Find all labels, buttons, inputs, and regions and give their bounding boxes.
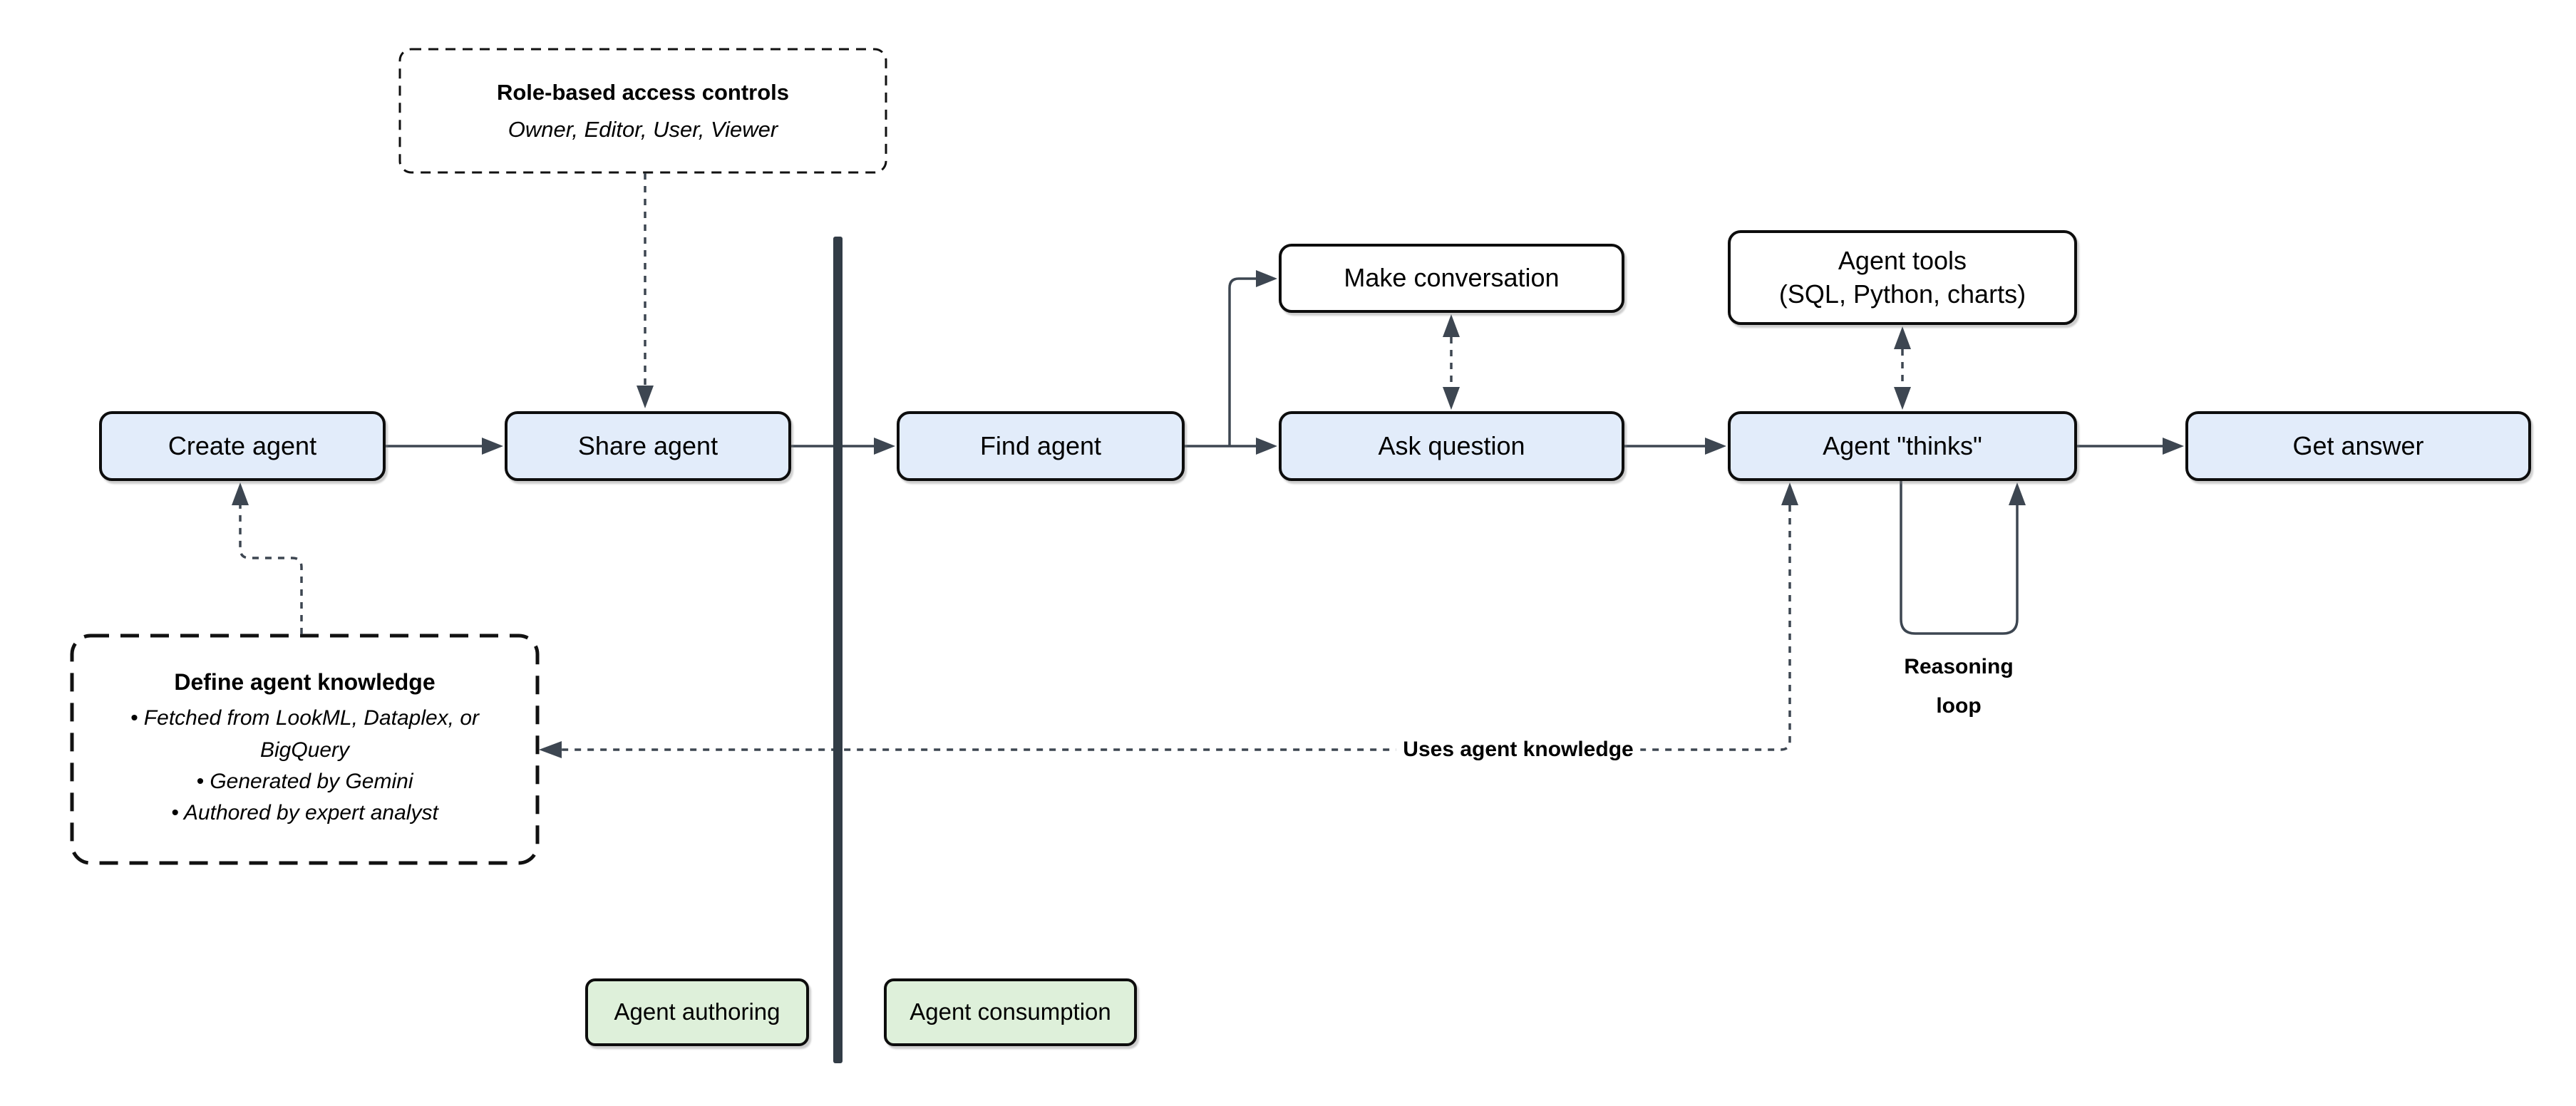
connector-thinks-to-answer [2077,438,2184,455]
connector-reasoning-loop [1900,481,2026,635]
note-knowledge-bullet-2: • Generated by Gemini [196,770,413,793]
connector-make-conversation-ask-bidirectional [1443,314,1460,410]
note-role-based-access: Role-based access controls Owner, Editor… [399,48,887,173]
edge-label-uses-agent-knowledge: Uses agent knowledge [1396,736,1641,763]
node-agent-tools-line1: Agent tools [1838,245,1967,275]
note-rbac-title: Role-based access controls [496,79,790,105]
connector-share-to-find [791,438,895,455]
note-rbac-subtitle: Owner, Editor, User, Viewer [508,116,778,142]
connector-create-to-share [386,438,503,455]
zone-label-agent-authoring: Agent authoring [585,978,809,1046]
node-create-agent: Create agent [99,411,386,481]
zone-label-agent-consumption: Agent consumption [884,978,1137,1046]
connector-find-to-make-conversation [1228,270,1277,446]
edge-label-reasoning-loop: Reasoning loop [1904,655,2014,718]
note-knowledge-border [70,634,540,865]
node-share-agent: Share agent [505,411,791,481]
node-agent-tools-label: Agent tools (SQL, Python, charts) [1779,244,2026,311]
node-agent-thinks: Agent "thinks" [1728,411,2077,481]
connector-uses-agent-knowledge [539,482,1798,758]
note-knowledge-bullet-3: • Authored by expert analyst [171,801,438,825]
node-agent-tools-line2: (SQL, Python, charts) [1778,279,2026,309]
node-agent-tools: Agent tools (SQL, Python, charts) [1728,230,2077,325]
node-find-agent: Find agent [897,411,1185,481]
connector-rbac-to-share [637,173,654,408]
note-rbac-border [398,48,887,174]
connector-ask-to-thinks [1624,438,1726,455]
node-get-answer: Get answer [2185,411,2531,481]
node-ask-question: Ask question [1279,411,1624,481]
note-knowledge-bullet-1: • Fetched from LookML, Dataplex, or BigQ… [130,706,480,762]
note-define-agent-knowledge: Define agent knowledge • Fetched from Lo… [71,634,539,864]
note-knowledge-title: Define agent knowledge [174,669,436,696]
connector-tools-thinks-bidirectional [1894,326,1911,410]
authoring-consumption-divider [833,237,843,1063]
connector-find-to-ask [1185,438,1277,455]
connector-knowledge-to-create [232,482,303,634]
node-make-conversation: Make conversation [1279,244,1624,313]
